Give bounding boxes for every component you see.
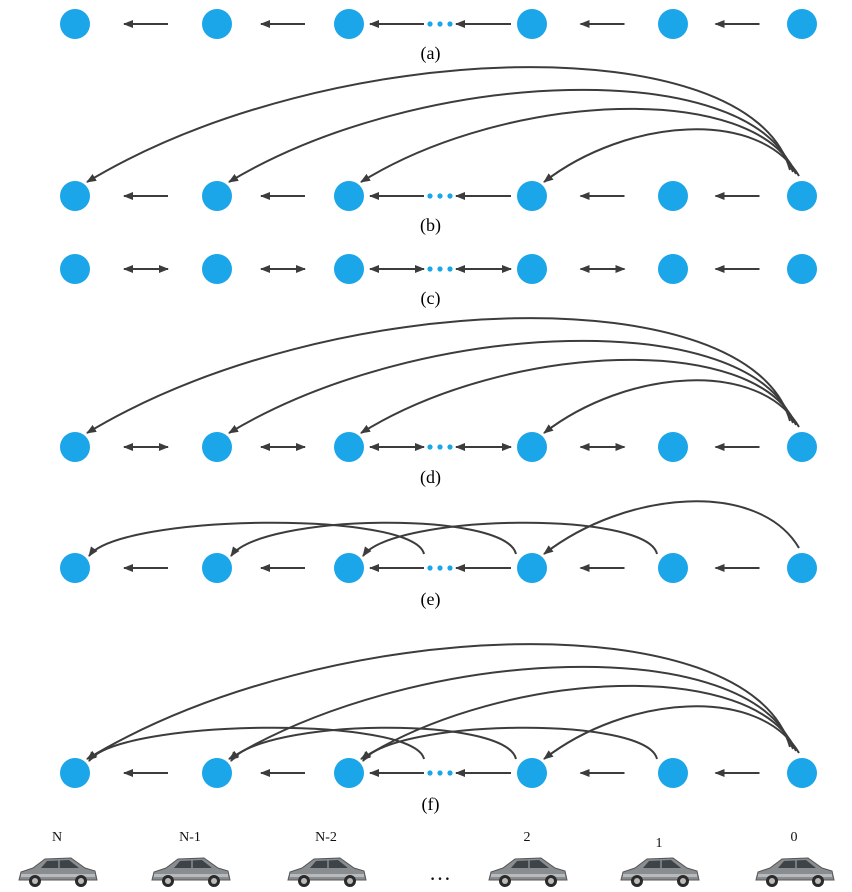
car-icon [620,857,700,887]
leader-arc [86,317,791,434]
neighbor-arc [362,726,658,762]
panel-label: (e) [420,589,441,609]
vehicle-index-label: 1 [655,836,663,851]
panel-label: (b) [420,215,441,235]
vehicle-node [60,254,90,284]
ellipsis-dot [437,266,443,272]
ellipsis-dot [447,21,453,27]
leader-arc [228,339,794,434]
vehicle-index-label: 2 [523,830,531,845]
ellipsis-dot [447,193,453,199]
car-icon [488,857,568,887]
vehicle-node [334,758,364,788]
panel-c [60,254,817,284]
vehicle-node [202,758,232,788]
vehicle-node [787,181,817,211]
car-icon [755,857,835,887]
leader-arc [86,643,791,760]
ellipsis-dot [447,565,453,571]
vehicle-node [202,432,232,462]
leader-arc [360,684,797,760]
neighbor-arc [230,521,517,557]
vehicle-index-label: N-2 [315,830,337,845]
vehicle-node [517,9,547,39]
vehicle-node [60,553,90,583]
vehicle-index-label: 0 [790,830,798,845]
vehicle-node [517,254,547,284]
vehicle-index-label: N-1 [179,830,201,845]
panel-e [60,500,817,583]
vehicle-node [517,432,547,462]
ellipsis-dot [437,770,443,776]
vehicle-node [60,758,90,788]
vehicle-node [334,181,364,211]
vehicle-node [202,9,232,39]
vehicle-node [787,254,817,284]
vehicle-node [787,553,817,583]
neighbor-arc [88,726,425,762]
vehicle-index-label: N [51,830,63,845]
vehicle-node [202,254,232,284]
ellipsis-dot [447,444,453,450]
panel-f [60,643,817,788]
vehicle-node [658,758,688,788]
panel-label: (d) [420,467,441,487]
neighbor-arc [230,726,517,762]
ellipsis-dot [427,770,433,776]
leader-arc [228,88,794,183]
leader-arc [543,128,800,183]
vehicle-node [658,254,688,284]
ellipsis-dot [427,266,433,272]
panel-label: (f) [421,794,440,814]
vehicle-node [787,9,817,39]
leader-arc [360,358,797,434]
vehicle-node [334,432,364,462]
vehicle-node [517,553,547,583]
ellipsis-dot [447,266,453,272]
panel-label: (c) [420,288,441,308]
ellipsis-dot [437,21,443,27]
ellipsis-dot [427,565,433,571]
car-icon [18,857,98,887]
vehicle-node [517,758,547,788]
ellipsis-dot [437,444,443,450]
vehicle-node [517,181,547,211]
vehicle-node [60,181,90,211]
vehicle-node [202,181,232,211]
vehicle-node [334,254,364,284]
vehicle-node [658,181,688,211]
leader-arc [543,500,800,555]
leader-arc [543,705,800,760]
panel-label: (a) [420,43,441,63]
vehicle-node [334,9,364,39]
vehicle-node [60,9,90,39]
vehicle-node [658,553,688,583]
vehicle-node [787,758,817,788]
car-icon [151,857,231,887]
panel-a [60,9,817,39]
cars-ellipsis: … [429,860,451,885]
neighbor-arc [88,521,425,557]
vehicle-node [334,553,364,583]
leader-arc [228,665,794,760]
vehicle-node [658,432,688,462]
ellipsis-dot [427,193,433,199]
vehicle-node [202,553,232,583]
neighbor-arc [362,521,658,557]
panel-d [60,317,817,462]
vehicle-node [658,9,688,39]
ellipsis-dot [437,193,443,199]
leader-arc [360,107,797,183]
ellipsis-dot [447,770,453,776]
ellipsis-dot [427,21,433,27]
vehicle-node [60,432,90,462]
leader-arc [86,66,791,183]
ellipsis-dot [427,444,433,450]
leader-arc [543,379,800,434]
ellipsis-dot [437,565,443,571]
vehicle-node [787,432,817,462]
car-icon [287,857,367,887]
panel-b [60,66,817,211]
